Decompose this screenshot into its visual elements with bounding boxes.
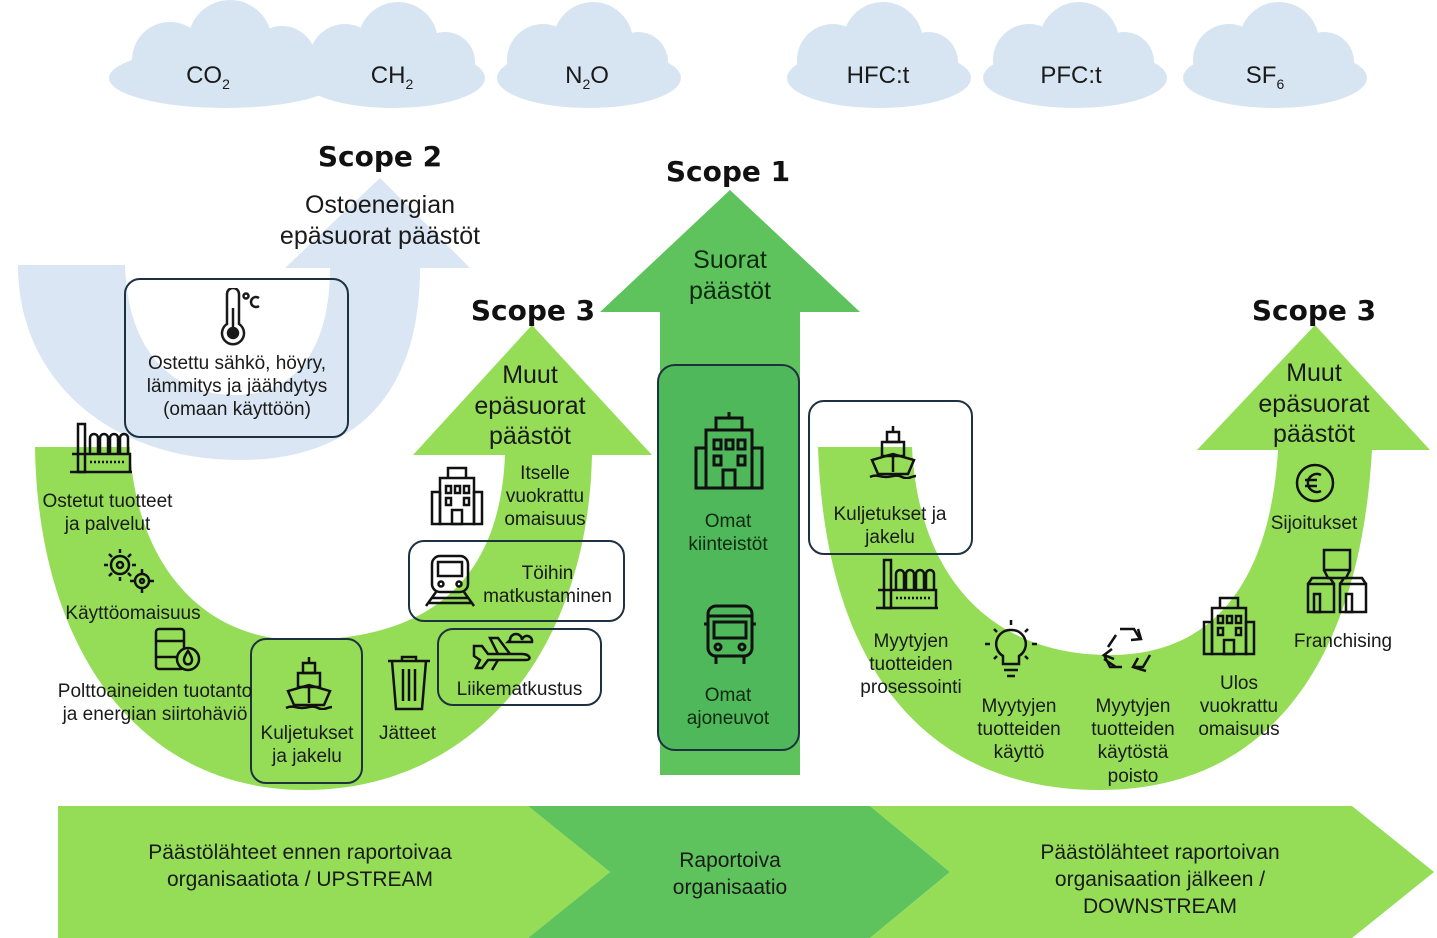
cloud-shape [787, 2, 971, 108]
scope1-subtitle: Suorat päästöt [688, 246, 771, 305]
upstream-item-fuel-energy: Polttoaineiden tuotanto ja energian siir… [57, 681, 253, 726]
gas-hfc: HFC:t [846, 62, 910, 89]
scope1-item-buildings: Omat kiinteistöt [688, 511, 768, 556]
cloud-shape [497, 2, 681, 108]
gas-ch2: CH2 [370, 62, 414, 92]
shops-icon [1306, 548, 1368, 614]
ship-icon [869, 426, 917, 479]
scope2-item-label: Ostettu sähkö, höyry, lämmitys ja jäähdy… [146, 353, 328, 421]
gas-pfc: PFC:t [1040, 62, 1102, 89]
scope3-downstream-title: Scope 3 [1251, 294, 1377, 327]
scope3-downstream-arrow [818, 325, 1430, 790]
cloud-shape [983, 2, 1167, 108]
downstream-item-franchising: Franchising [1293, 631, 1393, 652]
cloud-shape [1183, 2, 1367, 108]
gas-clouds [109, 0, 1367, 108]
scope1-title: Scope 1 [665, 155, 791, 188]
upstream-item-purchased-goods: Ostetut tuotteet ja palvelut [42, 491, 173, 536]
scope3-upstream-arrow [35, 325, 652, 790]
band-center-label: Raportoiva organisaatio [672, 849, 788, 899]
scope3-downstream-subtitle: Muut epäsuorat päästöt [1258, 359, 1370, 448]
downstream-item-leased-out: Ulos vuokrattu omaisuus [1198, 673, 1280, 741]
thermometer-icon [220, 288, 260, 346]
gas-co2: CO2 [186, 62, 230, 92]
upstream-transport-box [250, 638, 363, 784]
band-downstream [870, 806, 1434, 938]
downstream-item-use: Myytyjen tuotteiden käyttö [977, 696, 1061, 764]
gears-icon [104, 549, 154, 593]
gas-sf6: SF6 [1245, 62, 1285, 92]
downstream-item-transport: Kuljetukset ja jakelu [833, 504, 947, 549]
band-downstream-label: Päästölähteet raportoivan organisaation … [1040, 841, 1280, 918]
scope2-subtitle: Ostoenergian epäsuorat päästöt [279, 191, 481, 250]
band-upstream-label: Päästölähteet ennen raportoivaa organisa… [148, 841, 452, 891]
upstream-item-business-travel: Liikematkustus [456, 679, 583, 700]
upstream-item-commuting: Töihin matkustaminen [483, 563, 612, 608]
band-center [528, 806, 950, 938]
euro-coin-icon [1295, 463, 1335, 503]
downstream-item-end-of-life: Myytyjen tuotteiden käytöstä poisto [1091, 696, 1175, 787]
airplane-icon [472, 632, 534, 671]
commuting-box [408, 540, 625, 622]
train-icon [424, 554, 476, 607]
scope2-arrow [18, 178, 470, 460]
downstream-transport-box [808, 400, 973, 555]
leased-out-building-icon [1202, 596, 1256, 656]
upstream-item-transport: Kuljetukset ja jakelu [260, 723, 354, 768]
scope2-title: Scope 2 [317, 140, 443, 173]
downstream-item-processing: Myytyjen tuotteiden prosessointi [860, 631, 962, 699]
lightbulb-icon [985, 620, 1037, 678]
upstream-item-capital-goods: Käyttöomaisuus [65, 603, 201, 624]
own-buildings-icon [694, 412, 764, 490]
cloud-shape [109, 0, 341, 108]
trash-icon [388, 655, 430, 711]
cloud-shape [301, 2, 485, 108]
scope1-item-vehicles: Omat ajoneuvot [686, 685, 770, 730]
ship-icon [285, 657, 333, 710]
bus-icon [704, 604, 756, 664]
scope3-upstream-subtitle: Muut epäsuorat päästöt [474, 361, 586, 450]
band-upstream [58, 806, 610, 938]
fuel-barrel-icon [154, 627, 201, 672]
business-travel-box [437, 628, 602, 706]
gas-n2o: N2O [565, 62, 609, 92]
recycle-icon [1101, 627, 1152, 673]
upstream-item-leased-assets: Itselle vuokrattu omaisuus [504, 463, 586, 531]
scope2-item-box [124, 278, 349, 438]
scope3-upstream-title: Scope 3 [470, 294, 596, 327]
upstream-item-waste: Jätteet [378, 723, 437, 744]
factory-icon [876, 558, 938, 610]
factory-icon [70, 422, 132, 474]
leased-building-icon [430, 466, 484, 526]
downstream-item-investments: Sijoitukset [1270, 513, 1358, 534]
